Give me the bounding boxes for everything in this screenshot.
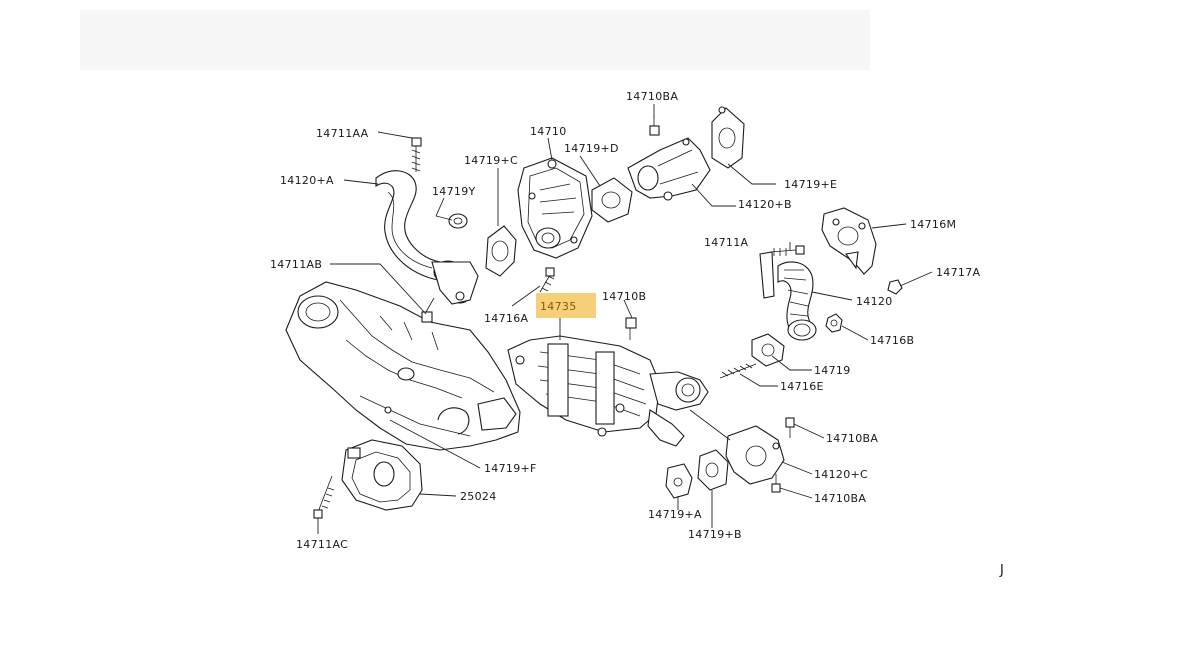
label-14719d: 14719+D bbox=[564, 142, 619, 155]
part-highlight bbox=[536, 293, 596, 318]
label-14717a: 14717A bbox=[936, 266, 980, 279]
leader-lines bbox=[317, 104, 933, 534]
egr-tube-left bbox=[375, 170, 479, 305]
label-14716m: 14716M bbox=[910, 218, 956, 231]
part-labels: 14711AA 14120+A 14719Y 14719+C 14710 147… bbox=[270, 90, 980, 551]
label-14711aa: 14711AA bbox=[316, 127, 369, 140]
label-14719f: 14719+F bbox=[484, 462, 537, 475]
label-14710ba-mid: 14710BA bbox=[826, 432, 878, 445]
stud-14716a bbox=[539, 267, 555, 293]
gasket-14719y bbox=[448, 213, 468, 229]
label-14711a: 14711A bbox=[704, 236, 748, 249]
flange-14120c bbox=[689, 409, 785, 491]
corner-mark: J bbox=[999, 563, 1004, 578]
bolt-14710ba-mid bbox=[785, 417, 795, 438]
label-14120b: 14120+B bbox=[738, 198, 792, 211]
label-14710ba-top: 14710BA bbox=[626, 90, 678, 103]
gasket-14719c bbox=[485, 225, 517, 277]
label-14710: 14710 bbox=[530, 125, 567, 138]
bolt-14710b bbox=[625, 317, 637, 340]
label-14120a: 14120+A bbox=[280, 174, 334, 187]
label-14710b: 14710B bbox=[602, 290, 646, 303]
label-14711ab: 14711AB bbox=[270, 258, 322, 271]
label-14711ac: 14711AC bbox=[296, 538, 348, 551]
label-25024: 25024 bbox=[460, 490, 497, 503]
intake-manifold bbox=[285, 281, 521, 451]
label-14719c: 14719+C bbox=[464, 154, 518, 167]
egr-tube-14120b bbox=[627, 137, 711, 201]
bolt-14717a bbox=[887, 279, 903, 295]
label-14716a: 14716A bbox=[484, 312, 528, 325]
egr-tube-14120 bbox=[759, 251, 817, 341]
label-14716b: 14716B bbox=[870, 334, 914, 347]
label-14719y: 14719Y bbox=[432, 185, 476, 198]
label-14719e: 14719+E bbox=[784, 178, 837, 191]
gasket-14719e bbox=[711, 106, 745, 169]
egr-valve-14710 bbox=[517, 157, 593, 259]
bolt-14711aa bbox=[411, 137, 422, 172]
stud-14716e bbox=[719, 363, 757, 379]
label-14719a: 14719+A bbox=[648, 508, 702, 521]
label-14710ba-low: 14710BA bbox=[814, 492, 866, 505]
header-band bbox=[80, 10, 870, 70]
nut-14716b bbox=[825, 313, 843, 333]
label-14735: 14735 bbox=[540, 300, 577, 313]
bolt-14711ac bbox=[313, 475, 335, 519]
label-14719: 14719 bbox=[814, 364, 851, 377]
label-14120c: 14120+C bbox=[814, 468, 868, 481]
label-14716e: 14716E bbox=[780, 380, 824, 393]
gasket-14719a bbox=[665, 463, 693, 499]
label-14120: 14120 bbox=[856, 295, 893, 308]
bracket-14716m bbox=[821, 207, 877, 275]
bolt-14711ab bbox=[421, 297, 435, 323]
label-14719b: 14719+B bbox=[688, 528, 742, 541]
bolt-14711a bbox=[769, 245, 805, 256]
gasket-14719 bbox=[751, 333, 785, 367]
throttle-25024 bbox=[341, 439, 423, 511]
gasket-14719d bbox=[591, 177, 633, 223]
